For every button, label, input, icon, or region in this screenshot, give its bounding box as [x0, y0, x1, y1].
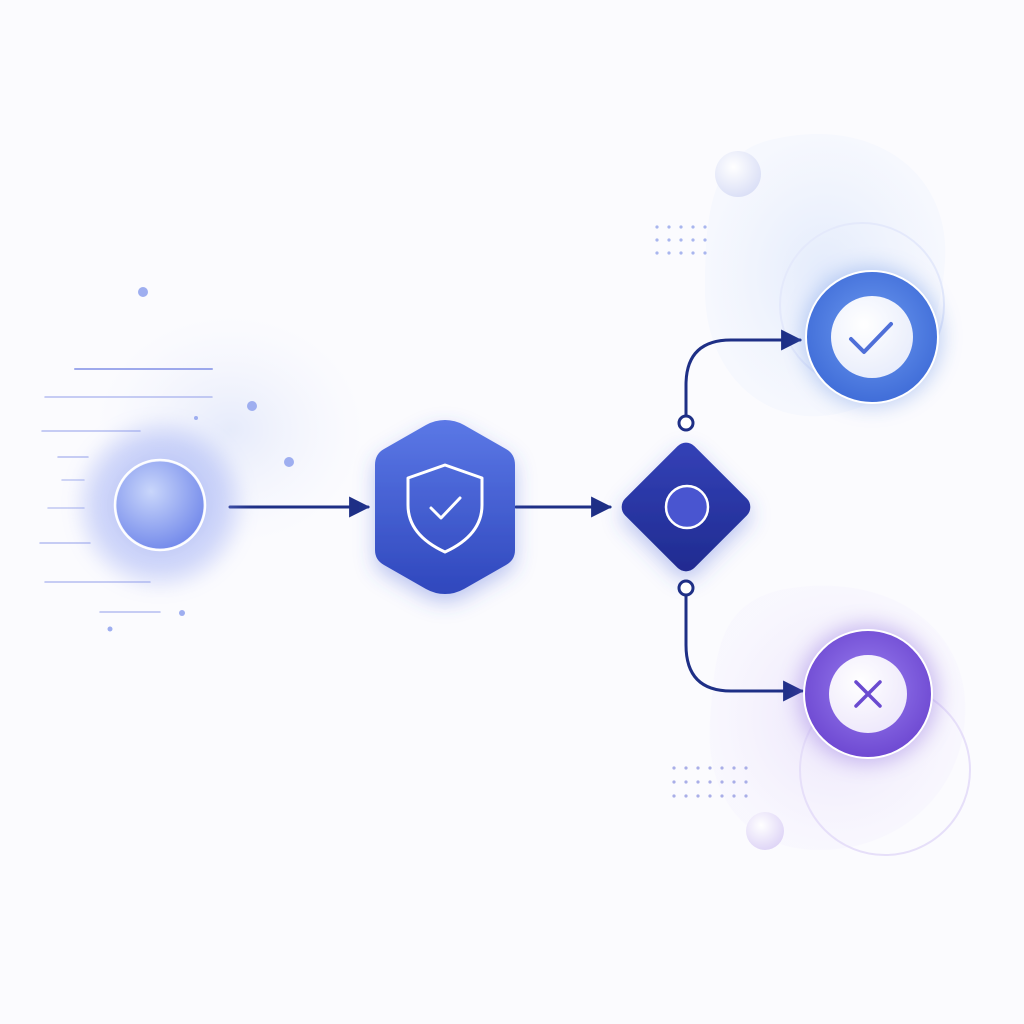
decision-top-port	[677, 414, 695, 432]
dot-grid-top	[655, 225, 707, 255]
success-node-inner	[831, 296, 913, 378]
start-node[interactable]	[82, 427, 238, 583]
dot-grid-bottom	[672, 766, 748, 798]
scatter-dots	[107, 287, 294, 632]
verify-hexagon	[375, 420, 515, 594]
start-node-core	[113, 458, 207, 552]
connectors	[228, 329, 805, 702]
edge-decision-to-failure	[684, 586, 805, 702]
verify-node[interactable]	[375, 420, 515, 594]
failure-node[interactable]	[798, 624, 938, 764]
success-node[interactable]	[802, 267, 942, 407]
empty-circle-icon	[115, 460, 205, 550]
ring-icon	[664, 484, 710, 530]
decision-node[interactable]	[617, 438, 756, 577]
x-icon	[854, 680, 882, 708]
top-bubble	[715, 151, 761, 197]
bottom-bubble	[746, 812, 784, 850]
edge-decision-to-success	[684, 329, 803, 426]
speed-lines	[39, 368, 213, 613]
shield-check-icon	[406, 463, 484, 554]
check-icon	[849, 322, 893, 354]
decision-bottom-port	[677, 579, 695, 597]
